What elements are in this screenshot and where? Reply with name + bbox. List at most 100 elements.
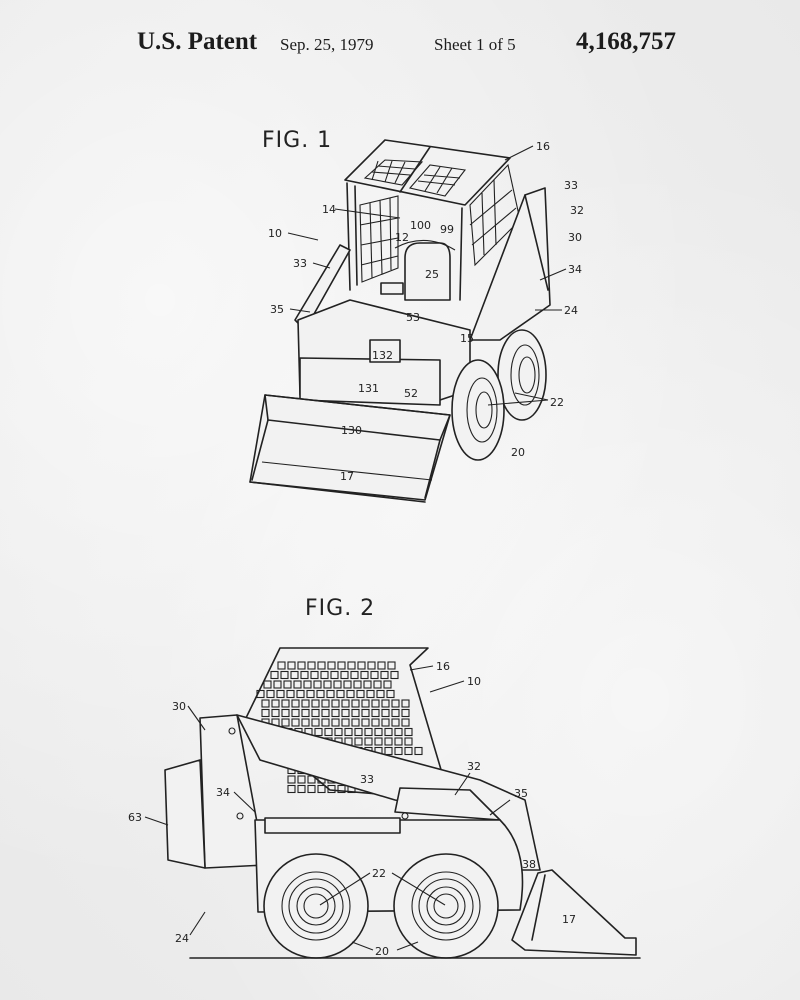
cab-grid-cell: [311, 708, 320, 718]
cab-grid-cell: [341, 718, 350, 727]
cab-grid-cell: [374, 727, 383, 737]
fig1-label: 16: [536, 140, 550, 153]
cab-grid-cell: [351, 718, 360, 727]
cab-grid-cell: [281, 708, 290, 718]
fig2-label: 63: [128, 811, 142, 824]
cab-grid-cell: [286, 689, 295, 699]
cab-grid-cell: [351, 708, 360, 718]
fig1-right-post: [459, 207, 463, 301]
fig1-screen-grid: [359, 179, 517, 279]
cab-grid-cell: [291, 708, 300, 718]
fig1-label: 25: [425, 268, 439, 281]
cab-grid-cell: [367, 661, 376, 670]
cab-grid-cell: [323, 680, 332, 689]
fig1-label: 130: [341, 424, 362, 437]
sheet-number: Sheet 1 of 5: [434, 35, 516, 54]
cab-grid-cell: [317, 784, 326, 794]
cab-grid-cell: [351, 699, 360, 708]
cab-grid-cell: [361, 699, 370, 708]
fig1-roof-grid: [363, 159, 467, 197]
cab-grid-cell: [343, 680, 352, 689]
fig1-title: FIG. 1: [262, 128, 333, 153]
fig1-label: 10: [268, 227, 282, 240]
cab-grid-cell: [337, 661, 346, 670]
cab-grid-cell: [341, 699, 350, 708]
fig2-label: 24: [175, 932, 189, 945]
cab-grid-cell: [383, 680, 392, 689]
cab-grid-cell: [356, 689, 365, 699]
cab-grid-cell: [404, 727, 413, 737]
cab-grid-cell: [373, 680, 382, 689]
cab-grid-cell: [316, 689, 325, 699]
fig1-label: 52: [404, 387, 418, 400]
fig2-label: 33: [360, 773, 374, 786]
cab-grid-cell: [301, 718, 310, 727]
fig1-label: 132: [372, 349, 393, 362]
cab-grid-cell: [311, 699, 320, 708]
cab-grid-cell: [371, 699, 380, 708]
cab-grid-cell: [414, 746, 423, 756]
cab-grid-cell: [394, 727, 403, 737]
cab-grid-cell: [307, 784, 316, 794]
cab-grid-cell: [297, 775, 306, 784]
cab-grid-cell: [297, 661, 306, 670]
fig2-label: 22: [372, 867, 386, 880]
cab-grid-cell: [290, 670, 299, 680]
cab-grid-cell: [287, 784, 296, 794]
cab-grid-cell: [291, 699, 300, 708]
cab-grid-cell: [313, 680, 322, 689]
fig2-bucket: [511, 869, 637, 956]
cab-grid-cell: [307, 661, 316, 670]
cab-grid-cell: [280, 670, 289, 680]
cab-grid-cell: [404, 737, 413, 746]
cab-grid-cell: [387, 661, 396, 670]
cab-grid-cell: [317, 661, 326, 670]
cab-grid-cell: [301, 708, 310, 718]
fig1-label: 33: [293, 257, 307, 270]
cab-grid-cell: [341, 708, 350, 718]
fig1-step: [369, 339, 401, 363]
fig1-label: 131: [358, 382, 379, 395]
cab-grid-cell: [344, 727, 353, 737]
cab-grid-cell: [337, 784, 346, 794]
cab-grid-cell: [333, 680, 342, 689]
fig2-label: 34: [216, 786, 230, 799]
cab-grid-cell: [303, 680, 312, 689]
fig1-label: 24: [564, 304, 578, 317]
cab-grid-cell: [281, 718, 290, 727]
cab-grid-cell: [381, 718, 390, 727]
cab-grid-cell: [321, 699, 330, 708]
cab-grid-cell: [276, 689, 285, 699]
cab-grid-cell: [360, 670, 369, 680]
cab-grid-cell: [371, 718, 380, 727]
cab-grid-cell: [326, 689, 335, 699]
fig1-label: 34: [568, 263, 582, 276]
cab-grid-cell: [293, 680, 302, 689]
cab-grid-cell: [273, 680, 282, 689]
cab-grid-cell: [330, 670, 339, 680]
cab-grid-cell: [381, 699, 390, 708]
cab-grid-cell: [364, 737, 373, 746]
fig2-label: 38: [522, 858, 536, 871]
fig2-title: FIG. 2: [305, 596, 376, 621]
cab-grid-cell: [340, 670, 349, 680]
fig1-label: 22: [550, 396, 564, 409]
cab-grid-cell: [334, 727, 343, 737]
cab-grid-cell: [300, 670, 309, 680]
fig2-label: 30: [172, 700, 186, 713]
cab-grid-cell: [401, 699, 410, 708]
cab-grid-cell: [380, 670, 389, 680]
cab-grid-cell: [376, 689, 385, 699]
cab-grid-cell: [370, 670, 379, 680]
fig1-label: 15: [460, 332, 474, 345]
fig2-label: 32: [467, 760, 481, 773]
fig1-left-post: [346, 182, 351, 291]
cab-grid-cell: [401, 708, 410, 718]
cab-grid-cell: [291, 718, 300, 727]
fig2-wheels: [263, 853, 499, 959]
fig1-label: 12: [395, 231, 409, 244]
cab-grid-cell: [327, 784, 336, 794]
fig1-label: 33: [564, 179, 578, 192]
cab-grid-cell: [394, 746, 403, 756]
cab-grid-cell: [347, 661, 356, 670]
